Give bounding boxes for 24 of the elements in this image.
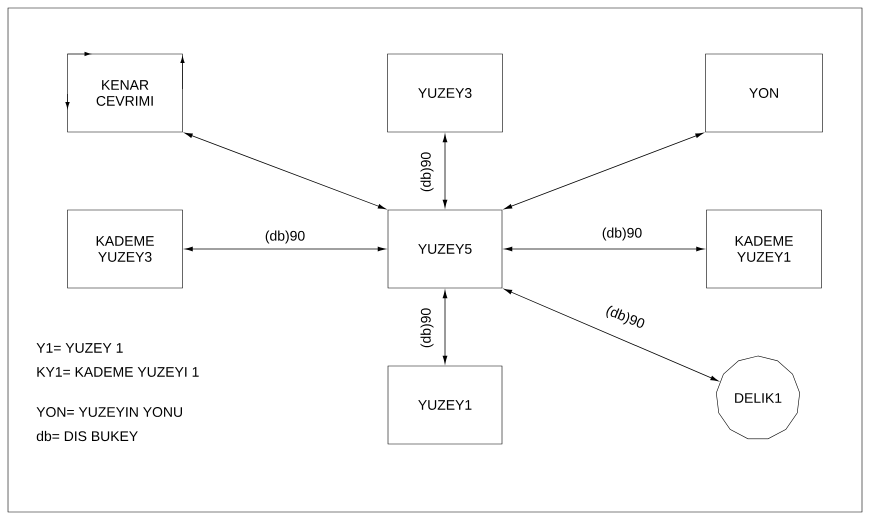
arrow <box>504 246 704 252</box>
process-box: YUZEY1 <box>388 366 502 444</box>
arrow <box>442 134 448 208</box>
legend-text: YON= YUZEYIN YONU <box>36 407 182 417</box>
edge-label: (db)90 <box>264 230 306 244</box>
process-box: YON <box>705 54 823 132</box>
edge-label: (db)90 <box>602 303 648 333</box>
edge-label: (db)90 <box>420 150 434 194</box>
legend-text: KY1= KADEME YUZEYI 1 <box>37 367 199 377</box>
process-box: KADEME YUZEY3 <box>67 210 183 288</box>
process-box: YUZEY5 <box>388 210 502 288</box>
process-box: KADEME YUZEY1 <box>706 210 822 288</box>
legend-text: Y1= YUZEY 1 <box>36 343 123 353</box>
polygon-node: DELIK1 <box>716 356 800 440</box>
arrow <box>442 290 448 364</box>
arrow <box>504 288 718 382</box>
edge-label: (db)90 <box>420 306 434 350</box>
edge-label: (db)90 <box>600 226 644 242</box>
arrow <box>184 132 386 210</box>
legend-text: db= DIS BUKEY <box>36 430 138 442</box>
process-box: YUZEY3 <box>387 54 503 132</box>
arrow <box>184 246 386 252</box>
process-box: KENAR CEVRIMI <box>67 54 183 132</box>
arrow <box>504 132 704 210</box>
